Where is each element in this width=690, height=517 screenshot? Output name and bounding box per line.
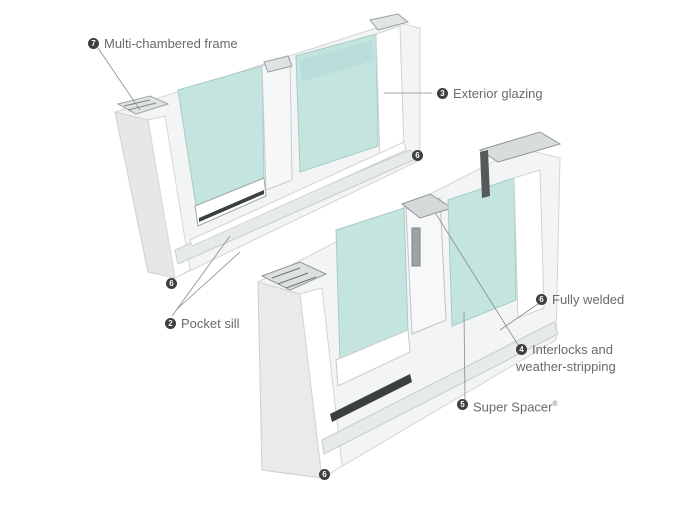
callout-label: Super Spacer xyxy=(473,399,553,415)
callout-number-badge: 3 xyxy=(437,88,448,99)
callout-multi-chambered-frame: 7 Multi-chambered frame xyxy=(88,35,238,52)
callout-number-badge: 6 xyxy=(536,294,547,305)
callout-label: Interlocks and xyxy=(532,342,613,357)
registered-mark: ® xyxy=(552,401,558,408)
callout-number-badge: 7 xyxy=(88,38,99,49)
callout-label-line2: weather-stripping xyxy=(516,359,616,374)
callout-pocket-sill: 2 Pocket sill xyxy=(165,315,240,332)
callout-super-spacer: 5 Super Spacer® xyxy=(457,396,558,415)
callout-number-badge: 5 xyxy=(457,399,468,410)
callout-label: Fully welded xyxy=(552,292,625,307)
callout-interlocks-weather-stripping: 4 Interlocks and weather-stripping xyxy=(516,341,616,375)
callout-number-badge: 4 xyxy=(516,344,527,355)
callout-number-badge: 2 xyxy=(165,318,176,329)
callout-label: Multi-chambered frame xyxy=(104,36,238,51)
leader-lines xyxy=(97,47,539,401)
callout-label: Exterior glazing xyxy=(453,86,543,101)
top-window xyxy=(114,13,421,279)
callout-label: Pocket sill xyxy=(181,316,240,331)
marker-fully-welded-top-left: 6 xyxy=(166,278,177,289)
callout-fully-welded: 6 Fully welded xyxy=(536,291,624,308)
marker-fully-welded-top-right: 6 xyxy=(412,150,423,161)
callout-exterior-glazing: 3 Exterior glazing xyxy=(437,85,543,102)
marker-fully-welded-bottom-left: 6 xyxy=(319,469,330,480)
bottom-window xyxy=(257,131,562,479)
